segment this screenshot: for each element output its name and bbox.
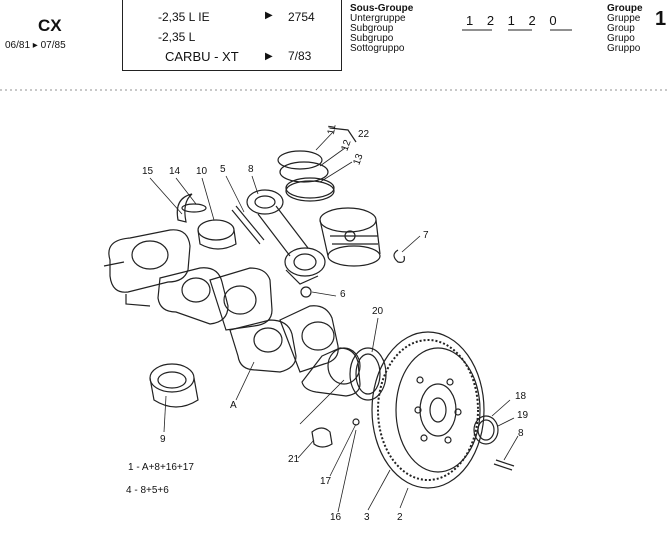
callout-10: 10 [196,166,208,177]
subgroup-label-it: Sottogruppo [350,43,405,54]
piston-rings-illustration [277,150,335,202]
engine-line-3: CARBU - XT [165,49,239,64]
callout-A: A [230,400,237,411]
callout-2: 2 [397,512,403,523]
subgroup-label-fr: Sous-Groupe [350,3,414,14]
callout-21: 21 [288,454,300,465]
subgroup-label-es: Subgrupo [350,33,394,44]
bracket-22 [329,127,357,143]
callout-8b: 8 [518,428,524,439]
subgroup-label-de: Untergruppe [350,13,406,24]
callout-22: 22 [358,129,370,140]
group-label-en: Group [607,23,635,34]
flywheel-bolt-8 [493,459,515,471]
callout-16: 16 [330,512,342,523]
pin-16 [352,418,360,426]
callout-8: 8 [248,164,254,175]
arrow-icon: ▶ [265,51,273,62]
callout-14: 14 [169,166,181,177]
engine-ref-3: 7/83 [288,49,312,63]
note-line-2: 4 - 8+5+6 [126,485,169,496]
callout-9: 9 [160,434,166,445]
group-label-fr: Groupe [607,3,643,14]
engine-ref-1: 2754 [288,10,315,24]
crankshaft-illustration [103,229,361,397]
note-line-1: 1 - A+8+16+17 [128,462,194,473]
piston-illustration [319,207,381,267]
callout-6: 6 [340,289,346,300]
ring-18-19 [473,415,499,445]
callout-19: 19 [517,410,529,421]
bushing-9-illustration [149,363,199,408]
leader-lines [149,131,519,513]
subgroup-code: 1 2 1 2 0 [466,13,562,28]
model-code: CX [38,16,62,35]
callout-20: 20 [372,306,384,317]
callout-5: 5 [220,164,226,175]
callout-15: 15 [142,166,154,177]
group-label-de: Gruppe [607,13,641,24]
engine-line-2: -2,35 L [158,30,196,44]
callout-18: 18 [515,391,527,402]
date-range: 06/81 ▸ 07/85 [5,40,66,51]
group-label-it: Gruppo [607,43,641,54]
callout-17: 17 [320,476,332,487]
callout-11: 11 [325,123,339,136]
nut-6 [300,286,312,298]
connecting-rod-illustration [246,189,326,285]
bushing-21 [311,427,333,448]
engine-box [122,0,342,71]
subgroup-label-en: Subgroup [350,23,394,34]
flywheel-illustration [371,331,485,489]
oil-seal-illustration [349,347,387,401]
circlip-7 [393,249,405,263]
callout-3: 3 [364,512,370,523]
engine-line-1: -2,35 L IE [158,10,210,24]
group-number: 1 [655,8,667,30]
bolt-5 [231,205,265,245]
callout-7: 7 [423,230,429,241]
group-label-es: Grupo [607,33,635,44]
arrow-icon: ▶ [265,10,273,21]
bearing-shells-illustration [176,193,237,250]
